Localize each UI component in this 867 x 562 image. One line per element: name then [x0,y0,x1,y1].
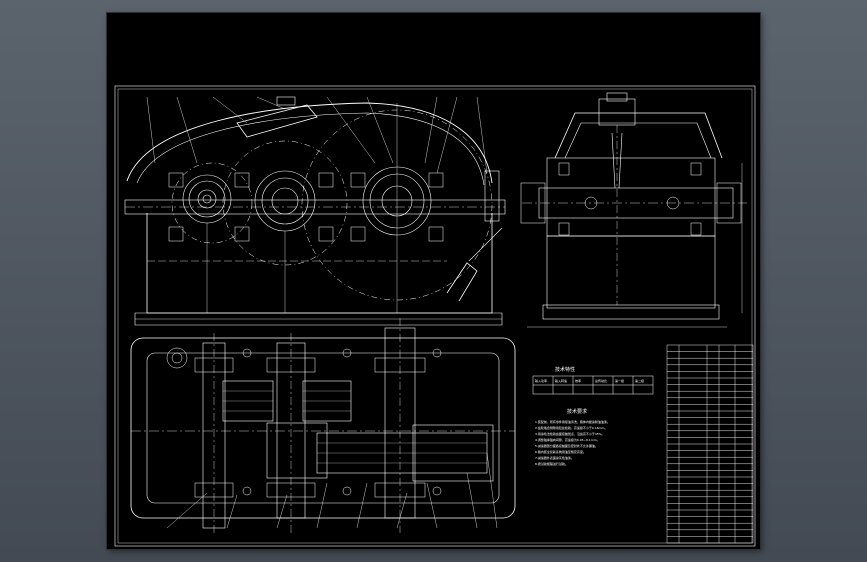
requirement-line: 7.减速器外表面涂灰色油漆。 [535,455,574,460]
plan-view [130,318,516,533]
spec-col-1: 输入功率 [535,378,547,383]
requirement-line: 6.箱内装全损耗系统用油至规定高度。 [535,449,586,454]
requirement-line: 3.用涂色法检验齿面接触斑点，沿齿高不小于45%。 [535,431,605,436]
side-view [520,92,747,328]
sheet-inner-border [117,88,753,544]
requirement-line: 2.齿轮啮合侧隙用铅丝检验，高速级不小于0.16mm。 [535,425,607,430]
requirement-line: 8.按试验规程进行试验。 [535,461,568,466]
drawing-viewport[interactable]: 技术特性 输入功率 输入转速 效率 总传动比 第一级 第二级 技术要求 1.装配… [107,13,760,549]
requirements-title: 技术要求 [567,408,587,415]
tech-requirements: 技术要求 1.装配前，所有零件用煤油清洗，箱体内壁涂耐油油漆。 2.齿轮啮合侧隙… [535,408,610,466]
requirement-line: 4.调整轴承轴向间隙，高速级为0.05~0.1mm。 [535,437,600,442]
cad-drawing: 技术特性 输入功率 输入转速 效率 总传动比 第一级 第二级 技术要求 1.装配… [114,85,756,547]
spec-table: 技术特性 输入功率 输入转速 效率 总传动比 第一级 第二级 [532,366,654,395]
spec-table-title: 技术特性 [555,366,575,373]
front-view [124,96,506,326]
spec-col-3: 效率 [575,378,581,383]
requirement-line: 5.减速器剖分面各接触面及密封处不允许漏油。 [535,443,598,448]
title-block [666,344,754,544]
requirement-line: 1.装配前，所有零件用煤油清洗，箱体内壁涂耐油油漆。 [535,419,610,424]
spec-col-6: 第二级 [635,378,644,383]
sheet-border [114,85,756,547]
spec-col-4: 总传动比 [595,378,607,383]
spec-col-2: 输入转速 [555,378,567,383]
spec-col-5: 第一级 [615,378,624,383]
